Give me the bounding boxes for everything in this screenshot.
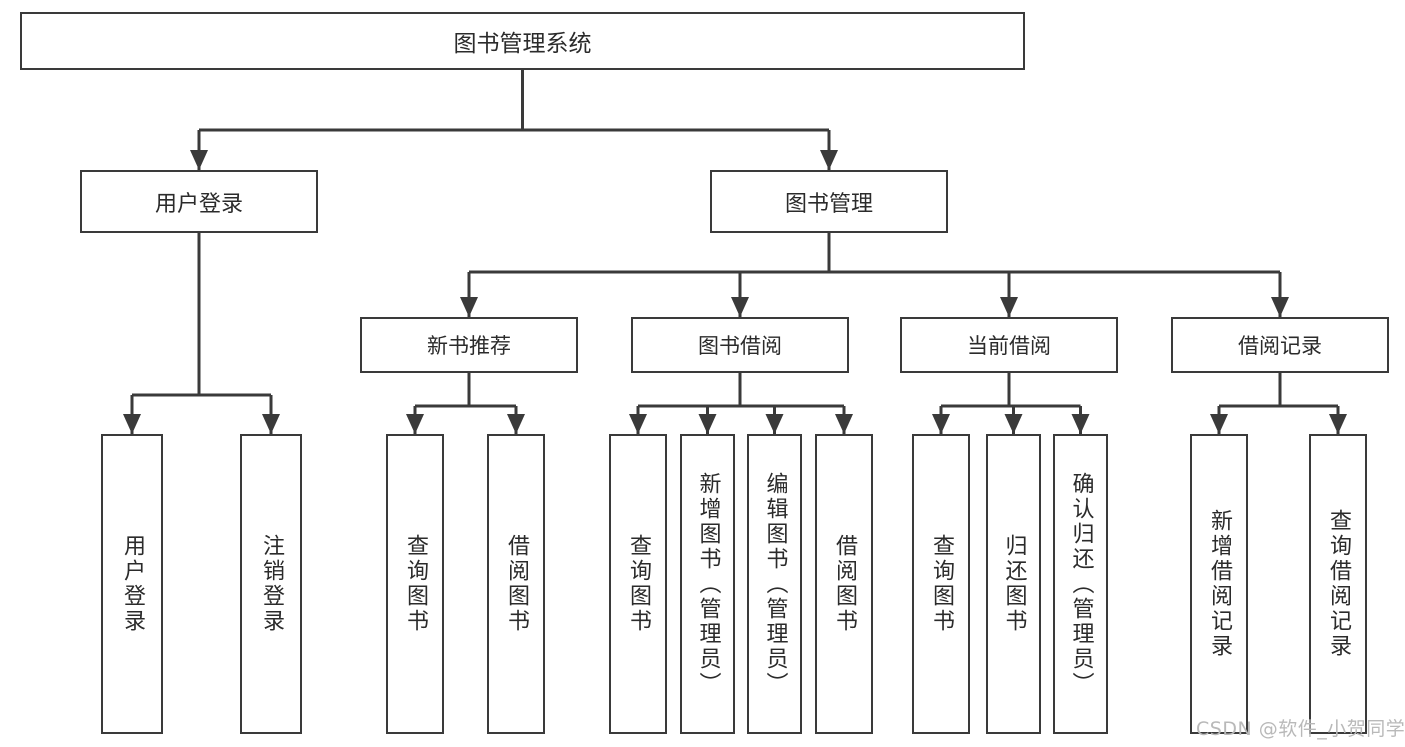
- node-leaf-borrow-book-a[interactable]: 借阅图书: [487, 434, 545, 734]
- node-label: 借阅图书: [504, 534, 529, 634]
- node-label: 用户登录: [154, 191, 243, 217]
- node-leaf-confirm-return-admin[interactable]: 确认归还（管理员）: [1053, 434, 1108, 734]
- node-label: 用户登录: [120, 534, 145, 634]
- node-leaf-return-book[interactable]: 归还图书: [986, 434, 1041, 734]
- node-label: 图书管理系统: [453, 31, 592, 57]
- node-level3-current-borrow[interactable]: 当前借阅: [900, 317, 1118, 373]
- node-label: 借阅记录: [1238, 334, 1322, 358]
- node-leaf-edit-book-admin[interactable]: 编辑图书（管理员）: [747, 434, 802, 734]
- node-label: 新书推荐: [427, 334, 511, 358]
- node-level3-borrow-record[interactable]: 借阅记录: [1171, 317, 1389, 373]
- node-leaf-add-book-admin[interactable]: 新增图书（管理员）: [680, 434, 735, 734]
- node-leaf-borrow-book-b[interactable]: 借阅图书: [815, 434, 873, 734]
- node-label: 归还图书: [1001, 534, 1027, 634]
- node-leaf-query-book-c[interactable]: 查询图书: [912, 434, 970, 734]
- node-leaf-query-book-a[interactable]: 查询图书: [386, 434, 444, 734]
- node-label: 查询图书: [929, 534, 954, 634]
- node-level2-user-login[interactable]: 用户登录: [80, 170, 318, 233]
- node-label: 编辑图书（管理员）: [762, 471, 788, 697]
- node-leaf-user-login[interactable]: 用户登录: [101, 434, 163, 734]
- node-level2-book-management[interactable]: 图书管理: [710, 170, 948, 233]
- node-label: 查询图书: [403, 534, 428, 634]
- node-root[interactable]: 图书管理系统: [20, 12, 1025, 70]
- node-label: 当前借阅: [967, 334, 1051, 358]
- node-label: 查询图书: [626, 534, 651, 634]
- node-label: 图书管理: [784, 191, 873, 217]
- node-leaf-query-book-b[interactable]: 查询图书: [609, 434, 667, 734]
- node-level3-new-book-recommend[interactable]: 新书推荐: [360, 317, 578, 373]
- node-level3-book-borrow[interactable]: 图书借阅: [631, 317, 849, 373]
- node-leaf-add-borrow-record[interactable]: 新增借阅记录: [1190, 434, 1248, 734]
- node-label: 借阅图书: [832, 534, 857, 634]
- node-label: 确认归还（管理员）: [1068, 471, 1094, 697]
- node-leaf-logout[interactable]: 注销登录: [240, 434, 302, 734]
- node-label: 查询借阅记录: [1326, 509, 1351, 659]
- node-label: 新增借阅记录: [1207, 509, 1232, 659]
- node-leaf-query-borrow-record[interactable]: 查询借阅记录: [1309, 434, 1367, 734]
- node-label: 新增图书（管理员）: [695, 471, 721, 697]
- csdn-watermark: CSDN @软件_小贺同学: [1196, 718, 1405, 740]
- node-label: 注销登录: [259, 534, 284, 634]
- node-label: 图书借阅: [698, 334, 782, 358]
